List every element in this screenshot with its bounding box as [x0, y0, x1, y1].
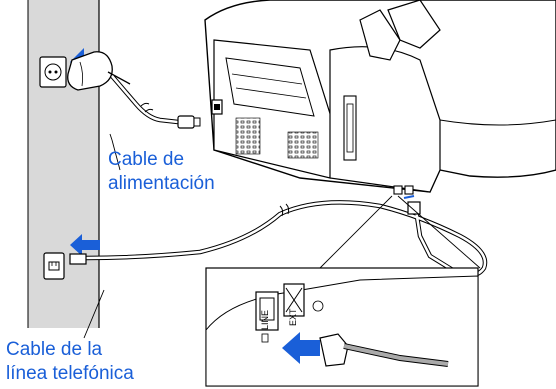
- phone-line-cable-label-line-1: Cable de la: [6, 339, 103, 360]
- line-port-label: LINE: [260, 310, 270, 330]
- callout-leader-lines: [83, 133, 481, 339]
- phone-plug-icon: [403, 195, 421, 215]
- port-detail-inset: [205, 267, 479, 387]
- phone-plug-icon: [69, 253, 87, 265]
- phone-jack-icon: [43, 252, 65, 280]
- phone-line-cable-label: Cable de la línea telefónica: [6, 338, 134, 386]
- power-cable-label-line-2: alimentación: [108, 173, 215, 194]
- arrow-right-icon: [282, 332, 320, 364]
- power-plug-icon: [67, 51, 131, 91]
- power-socket-icon: [39, 56, 67, 88]
- arrow-right-icon: [70, 234, 100, 256]
- phone-line-cable-label-line-2: línea telefónica: [6, 363, 134, 384]
- power-cable-label: Cable de alimentación: [108, 148, 215, 196]
- power-cable-label-line-1: Cable de: [108, 149, 185, 170]
- ext-port-label: EXT: [288, 308, 298, 326]
- power-cable: [110, 74, 201, 129]
- phone-plug-icon: [319, 333, 449, 367]
- phone-line-cable: [85, 200, 488, 278]
- fax-machine: [204, 0, 556, 195]
